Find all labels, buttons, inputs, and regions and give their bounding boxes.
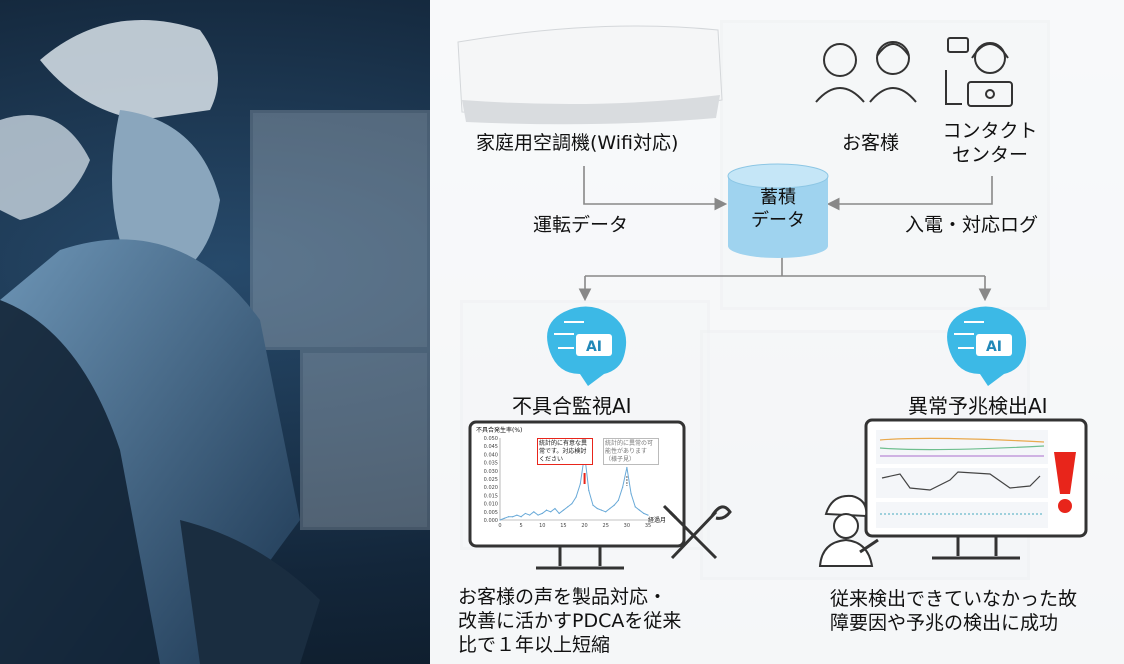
left-outcome-text: お客様の声を製品対応・ 改善に活かすPDCAを従来 比で１年以上短縮 (458, 586, 681, 657)
significant-anomaly-annotation: 統計的に有意な異常です。対応検討ください (537, 438, 593, 466)
air-conditioner-icon (457, 25, 723, 125)
defect-rate-point (609, 507, 611, 510)
y-tick-label: 0.000 (484, 518, 498, 524)
right-outcome-line2: 障要因や予兆の検出に成功 (830, 611, 1059, 634)
background-monitor (250, 110, 430, 350)
defect-rate-point (579, 483, 581, 485)
defect-rate-point (529, 514, 531, 516)
wrench-screwdriver-icon (662, 504, 732, 560)
left-outcome-line3: 比で１年以上短縮 (458, 633, 611, 656)
defect-rate-point (596, 507, 598, 510)
defect-rate-point (562, 509, 565, 511)
defect-rate-point (613, 504, 615, 506)
defect-rate-point (524, 512, 526, 515)
defect-rate-point (516, 514, 518, 516)
defect-rate-point (507, 516, 510, 518)
defect-rate-point (558, 512, 560, 515)
right-outcome-text: 従来検出できていなかった故 障要因や予兆の検出に成功 (830, 588, 1077, 636)
x-tick-label: 10 (539, 523, 545, 529)
storage-line1: 蓄積 (760, 187, 796, 208)
defect-rate-point (592, 504, 594, 506)
database-cylinder-icon (727, 163, 829, 258)
contact-center-line1: コンタクト (942, 120, 1038, 142)
y-tick-label: 0.035 (484, 461, 498, 467)
defect-rate-point (499, 519, 501, 521)
y-tick-label: 0.045 (484, 444, 498, 450)
left-outcome-line2: 改善に活かすPDCAを従来 (458, 609, 682, 632)
right-outcome-line1: 従来検出できていなかった故 (830, 588, 1078, 610)
defect-rate-point (600, 509, 603, 511)
storage-line2: データ (751, 210, 805, 232)
y-tick-label: 0.020 (484, 485, 498, 491)
x-tick-label: 35 (645, 523, 651, 529)
y-tick-label: 0.025 (484, 477, 498, 483)
defect-rate-point (533, 511, 535, 513)
ai-brain-icon: AI (547, 306, 627, 386)
defect-rate-point (512, 516, 514, 518)
defect-rate-point (575, 496, 577, 498)
anomaly-detection-ai-title: 異常予兆検出AI (908, 394, 1048, 418)
defect-rate-point (541, 512, 543, 515)
defect-rate-point (622, 486, 624, 488)
call-log-label: 入電・対応ログ (905, 214, 1039, 236)
defect-rate-point (643, 512, 645, 515)
exclamation-alert-icon (1054, 452, 1076, 513)
contact-center-line2: センター (951, 143, 1028, 166)
ai-brain-icon: AI (947, 306, 1027, 386)
x-axis-label: 経過月 (648, 517, 667, 524)
defect-rate-point (567, 506, 569, 508)
left-outcome-line1: お客様の声を製品対応・ (458, 586, 668, 608)
workers-silhouette (0, 20, 320, 664)
y-tick-label: 0.030 (484, 469, 498, 475)
background-monitor (300, 350, 430, 530)
defect-rate-point (554, 507, 556, 510)
defect-rate-point (571, 503, 573, 505)
defect-rate-point (617, 499, 620, 501)
y-tick-label: 0.010 (484, 502, 498, 508)
contact-center-label: コンタクト センター (932, 120, 1048, 168)
defect-rate-point (605, 511, 607, 513)
possible-anomaly-annotation: 統計的に異常の可能性があります（様子見） (603, 438, 659, 466)
y-tick-label: 0.005 (484, 510, 498, 516)
chart-title: 不具合発生率(%) (476, 427, 523, 434)
svg-text:AI: AI (986, 339, 1002, 355)
engineer-icon (818, 494, 879, 567)
defect-rate-point (647, 514, 649, 516)
y-tick-label: 0.050 (484, 436, 498, 442)
customer-icon (815, 41, 917, 103)
x-tick-label: 15 (560, 523, 566, 529)
defect-rate-point (545, 509, 548, 511)
defect-rate-point (588, 489, 590, 492)
x-tick-label: 25 (603, 523, 609, 529)
defect-rate-point (520, 516, 522, 518)
x-tick-label: 0 (498, 523, 501, 529)
defect-rate-point (550, 511, 552, 513)
storage-label: 蓄積 データ (728, 186, 828, 233)
aircon-label: 家庭用空調機(Wifi対応) (476, 132, 679, 154)
defect-rate-point (638, 509, 641, 511)
x-tick-label: 30 (624, 523, 630, 529)
defect-rate-point (537, 514, 539, 516)
defect-rate-point (626, 466, 628, 469)
defect-monitor-ai-title: 不具合監視AI (512, 394, 632, 418)
operation-data-label: 運転データ (533, 214, 629, 236)
defect-rate-point (634, 506, 636, 508)
y-tick-label: 0.040 (484, 452, 498, 458)
svg-text:AI: AI (586, 339, 602, 355)
defect-rate-point (503, 517, 505, 519)
y-tick-label: 0.015 (484, 493, 498, 499)
defect-rate-point (630, 493, 632, 495)
customer-label: お客様 (842, 132, 900, 154)
x-tick-label: 20 (581, 523, 587, 529)
defect-rate-series-line (499, 454, 649, 521)
right-monitor-icon (864, 418, 1088, 560)
x-tick-label: 5 (520, 523, 523, 529)
operator-headset-icon (945, 37, 1013, 107)
